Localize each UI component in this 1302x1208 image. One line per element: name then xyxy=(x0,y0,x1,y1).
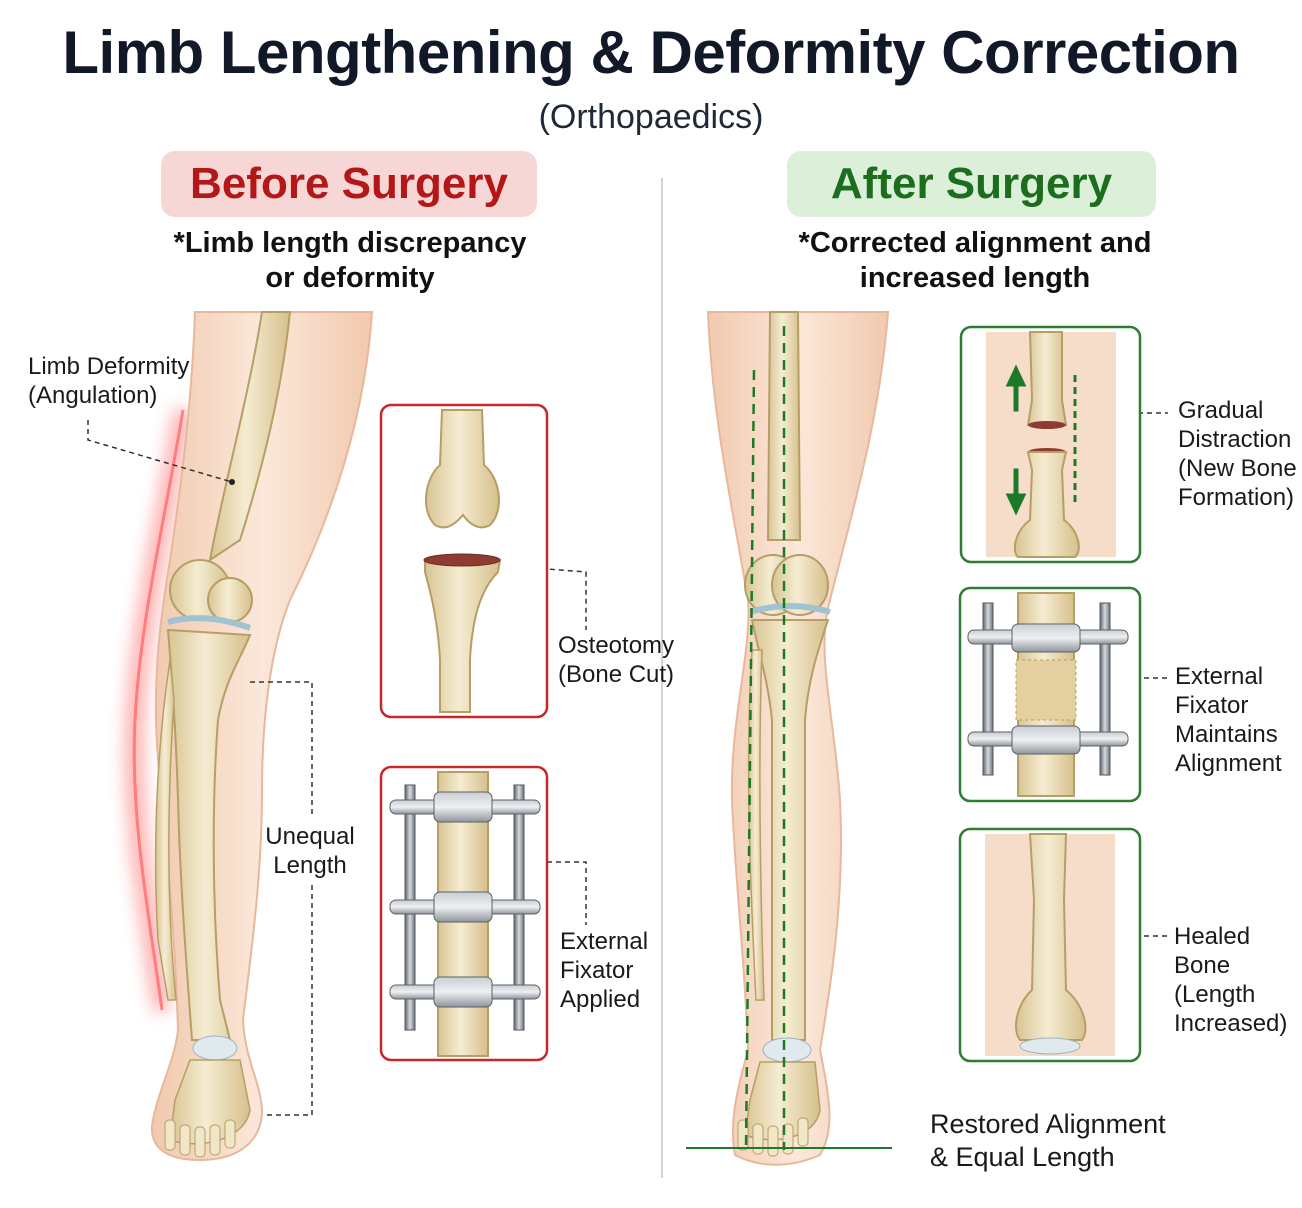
restored-alignment-line2: & Equal Length xyxy=(930,1142,1115,1172)
after-note: *Corrected alignment and increased lengt… xyxy=(775,226,1175,296)
before-note-line1: *Limb length discrepancy xyxy=(173,227,527,259)
fixator-applied-line3: Applied xyxy=(560,986,641,1013)
healed-bone-inset xyxy=(958,827,1142,1063)
unequal-length-line2: Length xyxy=(273,852,347,879)
deformity-label-line1: Limb Deformity xyxy=(28,353,190,380)
distraction-line1: Gradual xyxy=(1178,397,1264,424)
page-subtitle: (Orthopaedics) xyxy=(538,98,764,136)
distraction-inset xyxy=(959,325,1142,564)
osteotomy-label: Osteotomy (Bone Cut) xyxy=(558,631,674,689)
page-title: Limb Lengthening & Deformity Correction xyxy=(62,19,1240,86)
fixator-maintains-line4: Alignment xyxy=(1175,750,1282,777)
healed-bone-line3: Increased) xyxy=(1174,1010,1288,1037)
alignment-lines xyxy=(744,326,786,1151)
after-note-line1: *Corrected alignment and xyxy=(798,227,1152,259)
distraction-line2: Distraction xyxy=(1178,426,1292,453)
distraction-label: Gradual Distraction (New Bone Formation) xyxy=(1178,396,1297,512)
osteotomy-inset xyxy=(379,403,549,719)
before-note: *Limb length discrepancy or deformity xyxy=(150,226,550,296)
restored-alignment-line1: Restored Alignment xyxy=(930,1109,1166,1139)
fixator-rings-before xyxy=(389,791,541,1008)
osteotomy-label-line2: (Bone Cut) xyxy=(558,661,675,688)
healed-bone-line2: (Length xyxy=(1174,981,1256,1008)
fixator-maintains-line2: Fixator xyxy=(1175,692,1249,719)
healed-bone-label: Healed Bone (Length Increased) xyxy=(1174,922,1302,1038)
fixator-maintains-line1: External xyxy=(1175,663,1264,690)
fixator-applied-line1: External xyxy=(560,928,649,955)
fixator-applied-label: External Fixator Applied xyxy=(560,927,648,1014)
unequal-length-label: Unequal Length xyxy=(262,822,358,880)
fixator-maintains-line3: Maintains xyxy=(1175,721,1278,748)
fixator-maintains-inset xyxy=(958,586,1142,803)
restored-alignment-label: Restored Alignment & Equal Length xyxy=(930,1108,1166,1174)
distraction-line4: Formation) xyxy=(1178,484,1295,511)
unequal-length-line1: Unequal xyxy=(265,823,355,850)
osteotomy-label-line1: Osteotomy xyxy=(558,632,675,659)
fixator-applied-line2: Fixator xyxy=(560,957,634,984)
before-leg xyxy=(127,311,374,1162)
fixator-applied-inset xyxy=(379,765,549,1062)
panel-divider xyxy=(661,178,663,1178)
deformity-label: Limb Deformity (Angulation) xyxy=(28,352,189,410)
healed-bone-line1: Healed Bone xyxy=(1174,923,1251,979)
after-surgery-heading: After Surgery xyxy=(787,151,1156,217)
after-leg xyxy=(686,311,892,1166)
distraction-line3: (New Bone xyxy=(1178,455,1297,482)
after-note-line2: increased length xyxy=(859,262,1091,294)
fixator-maintains-label: External Fixator Maintains Alignment xyxy=(1175,662,1282,778)
before-note-line2: or deformity xyxy=(265,262,435,294)
deformity-label-line2: (Angulation) xyxy=(28,382,158,409)
before-surgery-heading: Before Surgery xyxy=(161,151,537,217)
